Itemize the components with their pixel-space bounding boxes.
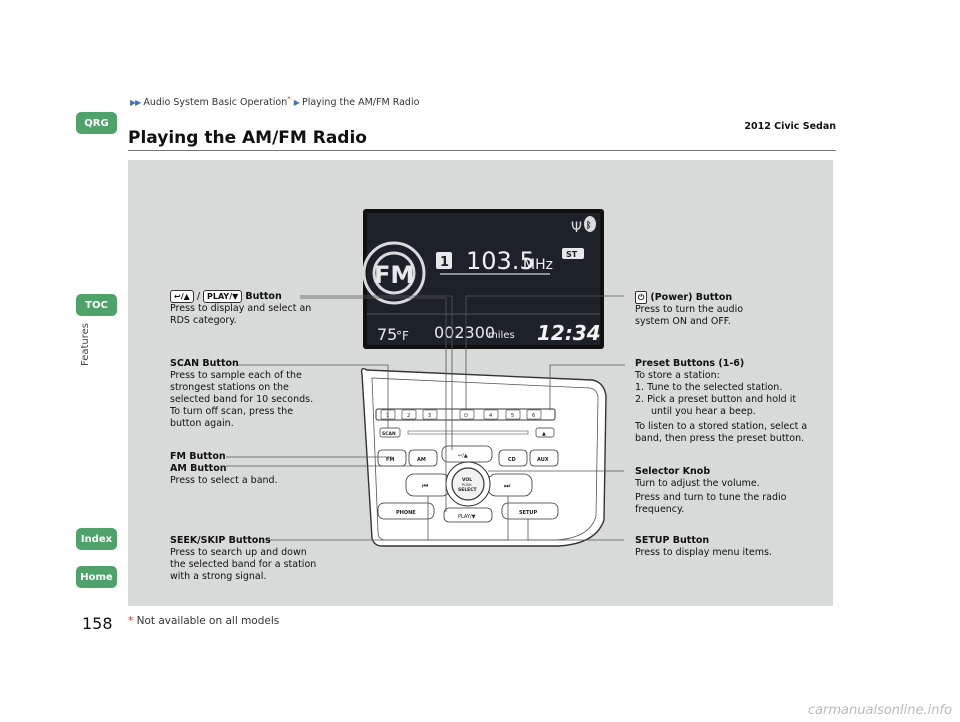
disc-slot — [407, 430, 529, 435]
index-tab[interactable]: Index — [76, 528, 117, 550]
fmam-desc: Press to select a band. — [170, 475, 278, 486]
display-preset: 1 — [440, 255, 449, 270]
rds-sep: / — [196, 291, 201, 302]
display-odometer: 002300 — [434, 323, 495, 342]
svg-text:ᛒ: ᛒ — [586, 220, 591, 231]
display-temp: 75 — [377, 325, 397, 344]
preset-button-3[interactable]: 3 — [428, 413, 431, 419]
preset-line-5: To listen to a stored station, select a … — [635, 421, 808, 444]
preset-line-4: until you hear a beep. — [651, 406, 756, 417]
preset-button-5[interactable]: 5 — [511, 413, 514, 419]
seek-title: SEEK/SKIP Buttons — [170, 535, 271, 546]
svg-text:⏭: ⏭ — [504, 482, 511, 490]
rds-desc: Press to display and select an RDS categ… — [170, 303, 312, 326]
display-band: FM — [374, 261, 414, 289]
preset-line-3: 2. Pick a preset button and hold it — [635, 394, 797, 405]
knob-label-push: PUSH — [462, 483, 472, 487]
breadcrumb-star: * — [287, 95, 291, 103]
power-title: (Power) Button — [650, 292, 733, 303]
preset-line-2: 1. Tune to the selected station. — [635, 382, 783, 393]
fmam-callout: FM Button AM Button Press to select a ba… — [170, 451, 320, 487]
setup-button[interactable]: SETUP — [519, 510, 537, 516]
power-button[interactable]: ⏻ — [464, 413, 468, 419]
watermark: carmanualsonline.info — [807, 703, 952, 718]
toc-tab[interactable]: TOC — [76, 294, 117, 316]
display-stereo: ST — [566, 250, 578, 259]
selector-knob[interactable] — [451, 467, 485, 501]
home-tab[interactable]: Home — [76, 566, 117, 588]
model-name: 2012 Civic Sedan — [744, 121, 836, 132]
usb-icon: Ψ — [571, 220, 582, 236]
knob-label-vol: VOL — [462, 477, 472, 483]
preset-button-4[interactable]: 4 — [489, 413, 492, 419]
power-icon: ⏻ — [635, 291, 648, 304]
breadcrumb-arrow-icon: ▶ — [293, 98, 300, 108]
preset-button-6[interactable]: 6 — [532, 413, 535, 419]
breadcrumb-current: Playing the AM/FM Radio — [301, 97, 420, 109]
display-unit: MHz — [523, 257, 553, 273]
qrg-tab[interactable]: QRG — [76, 112, 117, 134]
preset-button-2[interactable]: 2 — [407, 413, 410, 419]
preset-callout: Preset Buttons (1-6) To store a station:… — [635, 358, 825, 445]
preset-line-1: To store a station: — [635, 370, 720, 381]
bluetooth-icon — [584, 216, 596, 232]
knob-desc-2: Press and turn to tune the radio frequen… — [635, 492, 787, 515]
setup-title: SETUP Button — [635, 535, 710, 546]
back-button[interactable]: ↩/▲ — [458, 453, 468, 459]
seek-callout: SEEK/SKIP Buttons Press to search up and… — [170, 535, 322, 583]
setup-desc: Press to display menu items. — [635, 547, 772, 558]
footnote-text: Not available on all models — [136, 615, 280, 627]
radio-display: FM 1 103.5 MHz ST Ψ ᛒ 75 °F 002300 miles… — [362, 209, 604, 349]
phone-button[interactable]: PHONE — [396, 510, 416, 516]
eject-button[interactable] — [535, 427, 555, 438]
play-glyph-icon: PLAY/▼ — [203, 290, 243, 303]
svg-text:⏮: ⏮ — [422, 482, 428, 490]
display-temp-unit: °F — [396, 329, 409, 343]
scan-button[interactable]: SCAN — [382, 431, 396, 437]
power-desc-1: Press to turn the audio — [635, 304, 744, 315]
power-desc-2: system ON and OFF. — [635, 316, 731, 327]
knob-callout: Selector Knob Turn to adjust the volume.… — [635, 466, 815, 516]
back-glyph-icon: ↩/▲ — [170, 290, 194, 303]
rds-callout: ↩/▲ / PLAY/▼ Button Press to display and… — [170, 290, 320, 327]
breadcrumb-arrow-icon: ▶▶ — [130, 98, 141, 108]
display-odo-unit: miles — [488, 330, 515, 341]
preset-title: Preset Buttons (1-6) — [635, 358, 745, 369]
breadcrumb: ▶▶ Audio System Basic Operation* ▶ Playi… — [130, 95, 419, 108]
title-divider — [128, 150, 836, 151]
am-title: AM Button — [170, 463, 227, 474]
radio-faceplate: 1 2 3 ⏻ 4 5 6 SCAN ▲ FM AM ↩/▲ CD AUX ⏮ — [360, 367, 607, 547]
fm-button[interactable]: FM — [386, 457, 394, 463]
svg-text:▲: ▲ — [542, 431, 546, 437]
setup-callout: SETUP Button Press to display menu items… — [635, 535, 815, 559]
am-button[interactable]: AM — [417, 457, 426, 463]
fm-title: FM Button — [170, 451, 226, 462]
scan-title: SCAN Button — [170, 358, 239, 369]
display-frequency: 103.5 — [466, 247, 535, 275]
rds-title: Button — [245, 291, 282, 302]
knob-label-select: SELECT — [458, 487, 478, 493]
page-number: 158 — [82, 614, 113, 633]
power-callout: ⏻ (Power) Button Press to turn the audio… — [635, 291, 795, 328]
footnote: * Not available on all models — [128, 615, 279, 627]
knob-desc-1: Turn to adjust the volume. — [635, 478, 760, 489]
cd-button[interactable]: CD — [508, 457, 516, 463]
scan-desc: Press to sample each of the strongest st… — [170, 370, 314, 429]
page-title: Playing the AM/FM Radio — [128, 128, 367, 148]
breadcrumb-link-audio[interactable]: Audio System Basic Operation — [143, 97, 288, 109]
scan-callout: SCAN Button Press to sample each of the … — [170, 358, 322, 430]
display-clock: 12:34 — [537, 321, 601, 345]
play-button[interactable]: PLAY/▼ — [458, 514, 476, 520]
aux-button[interactable]: AUX — [537, 457, 549, 463]
preset-button-1[interactable]: 1 — [386, 413, 389, 419]
footnote-star: * — [128, 615, 134, 627]
callout-lines — [226, 295, 625, 541]
knob-title: Selector Knob — [635, 466, 711, 477]
seek-desc: Press to search up and down the selected… — [170, 547, 317, 582]
